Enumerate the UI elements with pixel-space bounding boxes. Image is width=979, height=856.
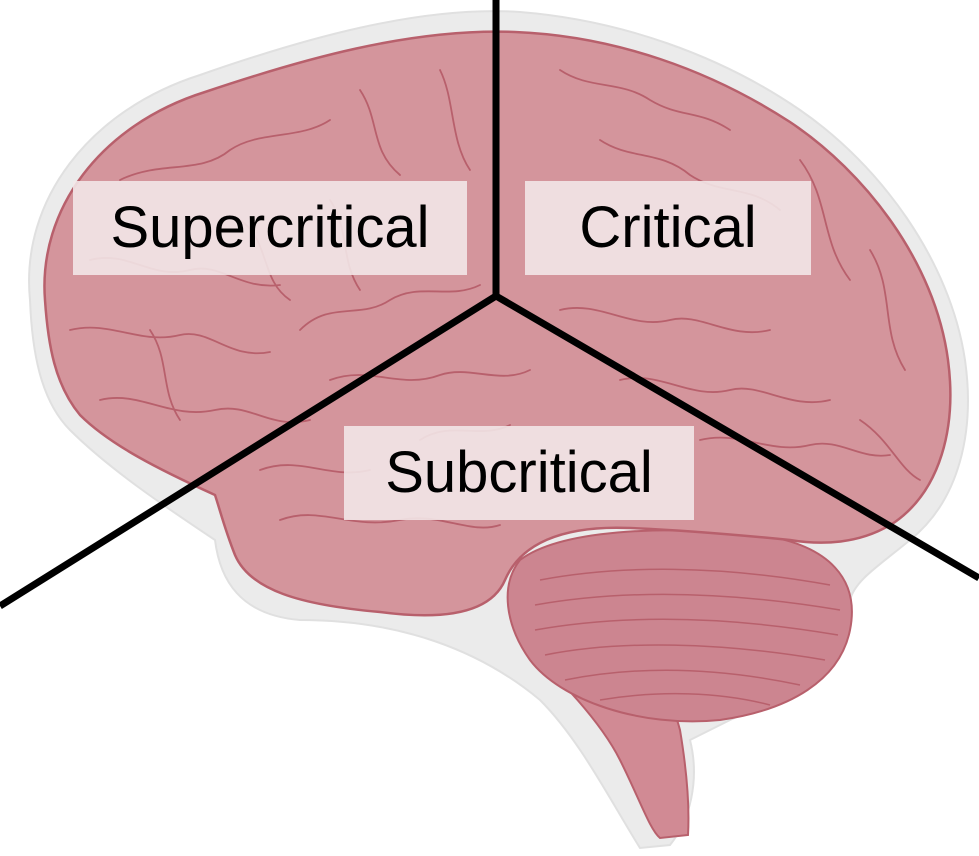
subcritical-label: Subcritical [344, 426, 694, 520]
critical-label: Critical [525, 181, 811, 275]
supercritical-label: Supercritical [73, 181, 467, 275]
